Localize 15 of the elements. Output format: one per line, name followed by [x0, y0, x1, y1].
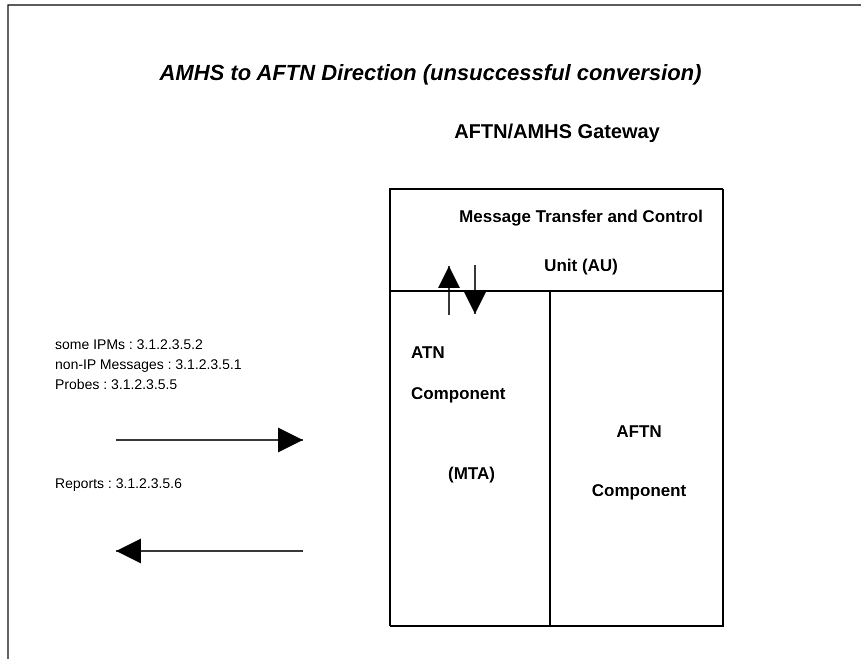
box-label: ATN Component	[411, 342, 506, 405]
message-label: non-IP Messages : 3.1.2.3.5.1	[55, 356, 242, 372]
gateway-heading: AFTN/AMHS Gateway	[453, 121, 661, 143]
component-box	[390, 290, 551, 627]
message-label: Reports : 3.1.2.3.5.6	[55, 475, 182, 491]
message-label: some IPMs : 3.1.2.3.5.2	[55, 336, 203, 352]
message-label: Probes : 3.1.2.3.5.5	[55, 376, 178, 392]
control-unit-box	[390, 189, 724, 292]
box-label: AFTN Component	[590, 421, 688, 502]
diagram-title: AMHS to AFTN Direction (unsuccessful conversion)	[158, 60, 702, 86]
arrow	[438, 266, 460, 315]
box-label: Message Transfer and Control Unit (AU)	[458, 206, 704, 277]
box-label: (MTA)	[447, 463, 496, 485]
component-box	[549, 290, 724, 627]
arrow	[464, 265, 486, 314]
